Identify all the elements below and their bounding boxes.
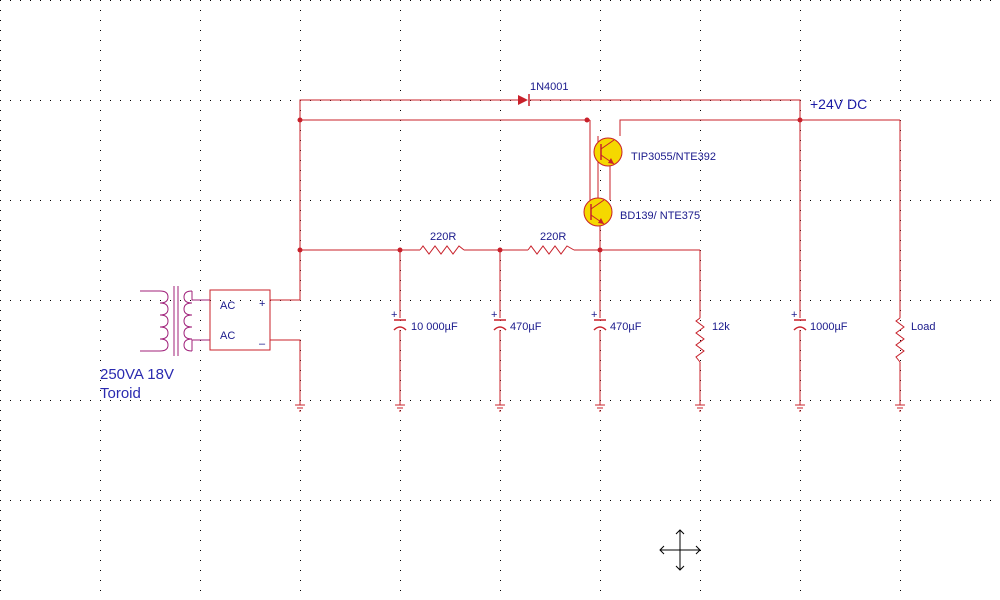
- resistor-r1-label: 220R: [430, 231, 456, 243]
- capacitor-c1[interactable]: [393, 319, 407, 331]
- junction-nodes: [297, 117, 803, 253]
- transformer-label-line2: Toroid: [100, 385, 141, 402]
- capacitor-c3-label: 470µF: [610, 321, 642, 333]
- bridge-pin-plus: +: [259, 298, 265, 310]
- capacitor-c3[interactable]: [593, 319, 607, 331]
- resistor-r2[interactable]: [527, 245, 575, 255]
- ground-symbols: [295, 404, 905, 412]
- capacitor-c3-polarity: +: [591, 309, 597, 321]
- capacitor-c2[interactable]: [493, 319, 507, 331]
- resistor-r3[interactable]: [695, 317, 705, 363]
- transistor-q2-label: BD139/ NTE375: [620, 210, 700, 222]
- transistor-q2[interactable]: [583, 197, 613, 227]
- bridge-pin-ac2: AC: [220, 330, 235, 342]
- resistor-r3-label: 12k: [712, 321, 730, 333]
- move-cursor-icon: [659, 529, 701, 571]
- wires: [270, 99, 901, 405]
- resistor-load[interactable]: [895, 317, 905, 363]
- resistor-r2-label: 220R: [540, 231, 566, 243]
- transistor-q1[interactable]: [593, 137, 623, 167]
- capacitor-c2-polarity: +: [491, 309, 497, 321]
- bridge-pin-minus: –: [259, 338, 266, 350]
- capacitor-c4[interactable]: [793, 319, 807, 331]
- capacitor-c1-polarity: +: [391, 309, 397, 321]
- transformer-label-line1: 250VA 18V: [100, 366, 174, 383]
- diode-label: 1N4001: [530, 81, 569, 93]
- capacitor-c4-polarity: +: [791, 309, 797, 321]
- resistor-load-label: Load: [911, 321, 935, 333]
- capacitor-c2-label: 470µF: [510, 321, 542, 333]
- resistor-r1[interactable]: [419, 245, 465, 255]
- transistor-q1-label: TIP3055/NTE392: [631, 151, 716, 163]
- bridge-rectifier[interactable]: [209, 289, 271, 351]
- bridge-pin-ac1: AC: [220, 300, 235, 312]
- output-voltage-label: +24V DC: [810, 96, 867, 112]
- capacitor-c4-label: 1000µF: [810, 321, 848, 333]
- diode-symbol[interactable]: [518, 94, 530, 106]
- capacitor-c1-label: 10 000µF: [411, 321, 458, 333]
- transformer-symbol[interactable]: [140, 286, 210, 356]
